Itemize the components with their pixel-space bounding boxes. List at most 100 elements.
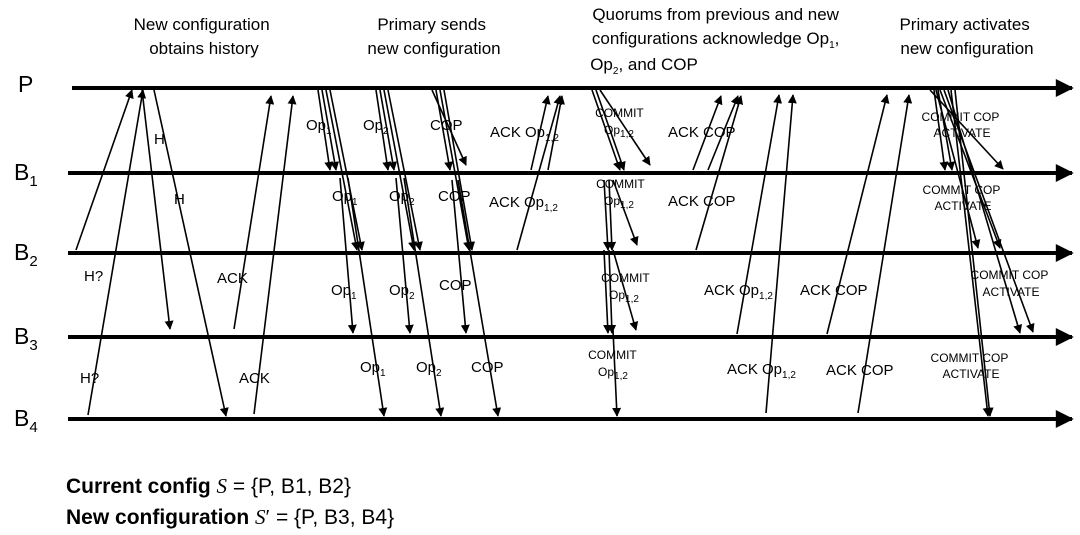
arrow-ack-cop-b3 — [826, 94, 890, 335]
label-op2-b1: Op2 — [363, 117, 389, 137]
label-commit-cop-b4: COMMIT COP ACTIVATE — [931, 351, 1012, 381]
arrow-ack-cop-b1 — [692, 95, 723, 171]
lane-label-b1: B1 — [14, 159, 38, 190]
label-op1-b1: Op1 — [306, 117, 332, 137]
label-commit-cop-b1: COMMIT COP ACTIVATE — [922, 110, 1003, 140]
arrow-commit-to-b2 — [603, 179, 613, 251]
label-commit-b2: COMMIT Op1,2 — [596, 177, 648, 211]
label-commit-b3: COMMIT Op1,2 — [601, 271, 653, 305]
arrow-op2-to-b2 — [383, 89, 417, 251]
lane-label-b3: B3 — [14, 323, 38, 354]
message-labels: H? H? H H ACK ACK Op1 Op1 Op1 Op1 Op2 Op… — [80, 106, 1052, 387]
arrow-commit-to-b1 — [591, 89, 622, 171]
arrow-op2-to-b3 — [395, 177, 414, 334]
arrow-commit-to-b3 — [603, 249, 613, 334]
label-op2-b3: Op2 — [389, 282, 415, 302]
arrow-cop-to-b4 — [457, 179, 502, 417]
arrow-commit-to-b1b — [595, 89, 626, 171]
arrow-ack-op12-b2 — [516, 95, 563, 251]
label-cop-b1: COP — [430, 117, 463, 134]
arrow-h-query-b2 — [75, 89, 134, 251]
arrow-cop-to-b3 — [451, 179, 470, 334]
arrow-op1-to-b1b — [321, 89, 340, 171]
message-arrows — [75, 89, 1035, 417]
arrow-op2-to-b2b — [387, 89, 423, 251]
arrow-h-query-b4 — [87, 89, 147, 416]
label-h-b3: H — [154, 131, 165, 148]
lanes — [68, 79, 1074, 428]
phase-heading-send-config: Primary sends new configuration — [367, 15, 500, 58]
label-ack-op12-b2: ACK Op1,2 — [489, 194, 558, 214]
phase-heading-history: New configuration obtains history — [134, 15, 275, 58]
arrow-op2-to-b4 — [403, 177, 445, 417]
phase-heading-quorum-ack: Quorums from previous and new configurat… — [590, 5, 844, 77]
arrow-commit-cop-b4 — [950, 89, 992, 417]
label-ack-op12-b4: ACK Op1,2 — [727, 361, 796, 381]
arrow-cop-to-b2b — [443, 89, 476, 251]
arrow-ack-from-b4 — [253, 95, 297, 415]
arrow-commit-to-b2b — [607, 179, 617, 251]
lane-label-b4: B4 — [14, 405, 38, 436]
label-cop-b2: COP — [438, 188, 471, 205]
arrow-op1-to-b2b — [329, 89, 365, 251]
arrow-ack-op12-b3 — [736, 94, 783, 335]
label-ack-cop-b1: ACK COP — [668, 124, 736, 141]
arrow-commit-cop-b1 — [929, 89, 1004, 170]
arrow-commit-to-b2c — [612, 179, 639, 246]
legend-current-symbol: S — [216, 474, 228, 498]
arrow-ack-op12-b1 — [530, 95, 551, 171]
label-op1-b4: Op1 — [360, 359, 386, 379]
arrow-op2-to-b1 — [375, 89, 392, 171]
arrow-commit-cop-b2 — [935, 89, 981, 249]
legend-current-members: = {P, B1, B2} — [227, 475, 351, 498]
label-h-query-b2: H? — [84, 268, 103, 285]
label-h-query-b4: H? — [80, 370, 99, 387]
legend-new-symbol: S — [255, 505, 266, 529]
label-op1-b3: Op1 — [331, 282, 357, 302]
label-op2-b4: Op2 — [416, 359, 442, 379]
arrow-op1-to-b2 — [325, 89, 360, 251]
label-commit-b4: COMMIT Op1,2 — [588, 348, 640, 382]
label-ack-op12-b1: ACK Op1,2 — [490, 124, 559, 144]
label-commit-cop-b3: COMMIT COP ACTIVATE — [971, 268, 1052, 299]
arrow-commit-cop-b4b — [954, 89, 994, 417]
label-op1-b2: Op1 — [332, 188, 358, 208]
arrow-ack-from-b3 — [233, 95, 275, 330]
arrow-commit-to-b3c — [612, 249, 639, 331]
phase-heading-activate: Primary activates new configuration — [899, 15, 1034, 58]
label-ack-b4: ACK — [239, 370, 270, 387]
arrow-op1-to-b4 — [347, 177, 388, 417]
arrow-commit-cop-b1b — [933, 89, 949, 171]
label-cop-b3: COP — [439, 277, 472, 294]
arrow-commit-cop-b2b — [939, 89, 1002, 249]
lane-label-p: P — [18, 71, 33, 97]
label-ack-cop-b2: ACK COP — [668, 193, 736, 210]
label-commit-cop-b2: COMMIT COP ACTIVATE — [923, 183, 1004, 213]
arrow-ack-cop-b2 — [695, 95, 744, 251]
label-commit-b1: COMMIT Op1,2 — [595, 106, 647, 140]
arrow-op2-to-b1b — [379, 89, 398, 171]
legend-current-config: Current config S = {P, B1, B2} — [66, 472, 351, 501]
arrow-ack-op12-b4 — [765, 94, 797, 414]
arrow-commit-to-b3b — [607, 249, 617, 334]
arrow-op1-to-b3 — [339, 177, 357, 334]
label-ack-op12-b3: ACK Op1,2 — [704, 282, 773, 302]
label-cop-b4: COP — [471, 359, 504, 376]
legend-current-title: Current config — [66, 475, 211, 498]
arrow-h-to-b3 — [141, 89, 174, 330]
message-sequence-diagram: New configuration obtains history Primar… — [14, 5, 1074, 436]
arrow-cop-to-b2 — [439, 89, 472, 251]
label-ack-b3: ACK — [217, 270, 248, 287]
arrow-commit-to-b1c — [599, 89, 651, 166]
lane-label-b2: B2 — [14, 239, 38, 270]
label-ack-cop-b3: ACK COP — [800, 282, 868, 299]
legend-new-members: = {P, B3, B4} — [270, 506, 395, 529]
legend-new-config: New configuration S′ = {P, B3, B4} — [66, 503, 394, 532]
legend-new-prime: ′ — [265, 505, 271, 529]
arrow-op1-to-b1 — [317, 89, 334, 171]
arrow-ack-cop-b4 — [857, 94, 913, 414]
legend-new-title: New configuration — [66, 506, 250, 529]
arrow-cop-to-b1b — [435, 89, 454, 171]
arrow-h-to-b4 — [153, 89, 229, 417]
label-ack-cop-b4: ACK COP — [826, 362, 894, 379]
